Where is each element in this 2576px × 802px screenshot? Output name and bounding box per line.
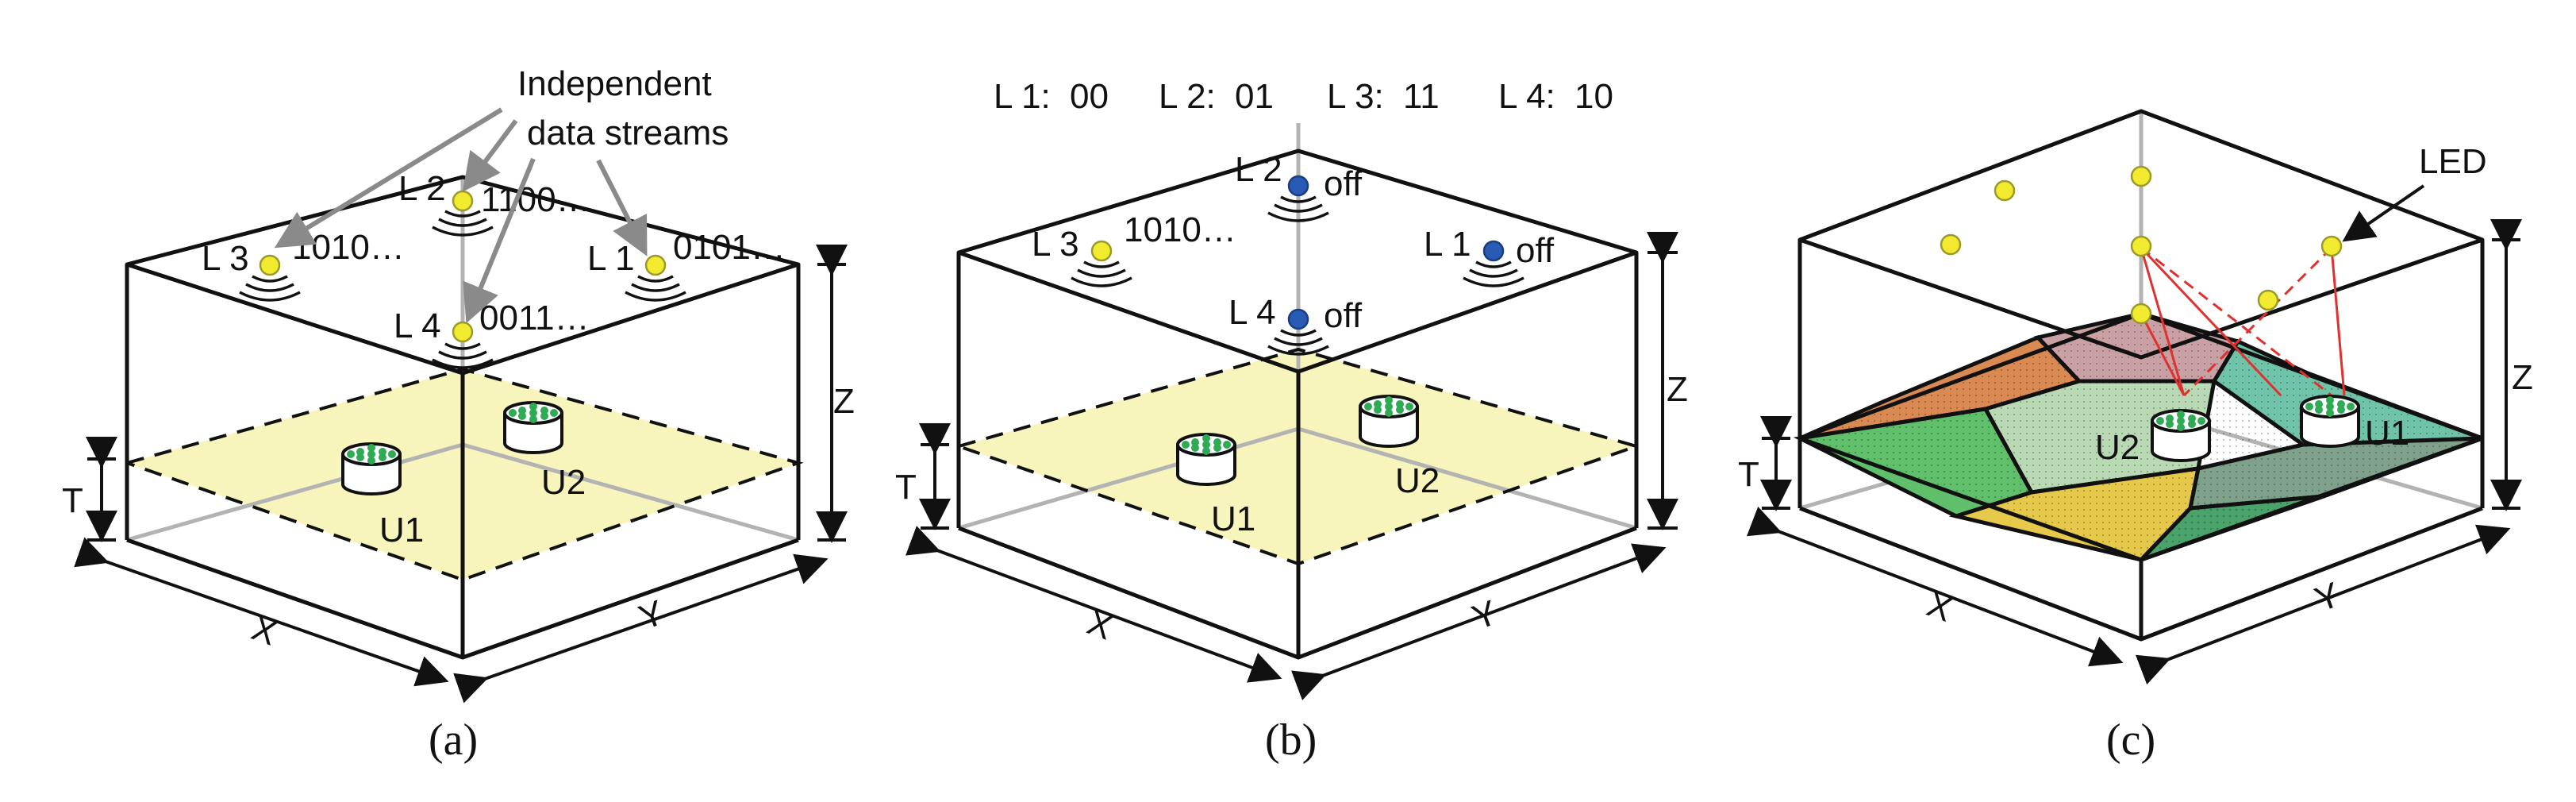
- t-dim-label: T: [1738, 455, 1759, 494]
- led-l2-label: L 2: [398, 169, 446, 208]
- x-dim-label: X: [1922, 585, 1957, 630]
- user-device-u1: [2300, 395, 2360, 448]
- code-l1-label: L 1:: [994, 77, 1051, 116]
- led-l4-state: off: [1324, 296, 1363, 335]
- led-l1-label: L 1: [587, 239, 635, 278]
- code-l1-value: 00: [1070, 77, 1109, 116]
- led-l4-label: L 4: [394, 307, 441, 345]
- annotation-arrow-l2: [462, 119, 518, 192]
- user-u1-label: U1: [1211, 499, 1255, 538]
- led-callout-arrow: [2342, 184, 2425, 242]
- led-l2: [452, 190, 474, 212]
- led-l2: [1287, 175, 1309, 197]
- led-l2-label: L 2: [1235, 150, 1282, 189]
- led-l1-label: L 1: [1424, 225, 1471, 264]
- x-dim-label: X: [247, 608, 282, 653]
- z-dim-label: Z: [1667, 370, 1688, 409]
- led: [2130, 303, 2152, 325]
- led: [2257, 289, 2279, 311]
- y-dim-label: Y: [634, 593, 669, 638]
- z-dim-label: Z: [833, 382, 855, 421]
- led: [2130, 165, 2152, 187]
- t-dim-label: T: [895, 468, 917, 507]
- code-l4-value: 10: [1574, 77, 1613, 116]
- led-l1-state: off: [1516, 231, 1555, 270]
- led: [2130, 235, 2152, 257]
- code-l2-label: L 2:: [1159, 77, 1216, 116]
- led-l4-stream: 0011…: [479, 299, 590, 337]
- led: [1940, 233, 1962, 256]
- panel-a: Z T X Y L 2 1100… L 3 1010… L 1 0101… L …: [62, 64, 855, 765]
- z-dim-label: Z: [2512, 358, 2533, 397]
- code-l3-label: L 3:: [1327, 77, 1384, 116]
- led-l2-stream: 1100…: [481, 180, 591, 219]
- led-l3-stream: 1010…: [292, 228, 405, 267]
- code-l3-value: 11: [1403, 77, 1440, 116]
- panel-c: Z T X Y LED U2 U1 (c): [1738, 109, 2533, 765]
- caption-a: (a): [429, 715, 478, 765]
- user-device-u2: [503, 401, 563, 454]
- annotation-arrow-l1: [596, 159, 648, 256]
- t-dim-label: T: [62, 481, 83, 520]
- code-table: L 1: 00 L 2: 01 L 3: 11 L 4: 10: [994, 77, 1613, 116]
- led-l4-label: L 4: [1228, 293, 1276, 332]
- user-device-u1: [1176, 433, 1236, 486]
- x-dim-label: X: [1082, 603, 1117, 647]
- user-u1-label: U1: [379, 511, 424, 549]
- led-l3-label: L 3: [202, 239, 249, 278]
- caption-c: (c): [2106, 715, 2155, 765]
- user-device-u2: [1359, 395, 1419, 448]
- user-u2-label: U2: [541, 463, 586, 502]
- led: [2320, 235, 2343, 257]
- y-dim-label: Y: [1467, 593, 1502, 638]
- user-u2-label: U2: [2095, 428, 2140, 467]
- led-l3-label: L 3: [1032, 225, 1079, 264]
- annotation-line-2: data streams: [527, 114, 729, 152]
- led-l3-stream: 1010…: [1124, 210, 1236, 249]
- user-device-u1: [341, 442, 402, 495]
- annotation-arrow-l3: [274, 107, 503, 249]
- led-l1: [644, 254, 667, 276]
- annotation-arrow-l4: [463, 157, 536, 324]
- led-l4: [452, 321, 474, 343]
- panel-b: Z T X Y L 1: 00 L 2: 01 L 3: 11 L 4: 10 …: [895, 77, 1688, 765]
- led-l3: [259, 254, 281, 276]
- code-l2-value: 01: [1235, 77, 1274, 116]
- led-callout-label: LED: [2419, 142, 2487, 181]
- led-l1: [1482, 240, 1505, 262]
- user-u2-label: U2: [1395, 461, 1440, 500]
- annotation-line-1: Independent: [517, 64, 712, 103]
- user-device-u2: [2151, 409, 2211, 462]
- led-l4: [1287, 308, 1309, 330]
- caption-b: (b): [1265, 715, 1317, 765]
- led: [1994, 179, 2016, 202]
- code-l4-label: L 4:: [1498, 77, 1555, 116]
- led-l1-stream: 0101…: [673, 228, 786, 267]
- user-u1-label: U1: [2365, 414, 2409, 453]
- led-l3: [1090, 240, 1113, 262]
- led-l2-state: off: [1324, 164, 1363, 203]
- y-dim-label: Y: [2310, 575, 2345, 619]
